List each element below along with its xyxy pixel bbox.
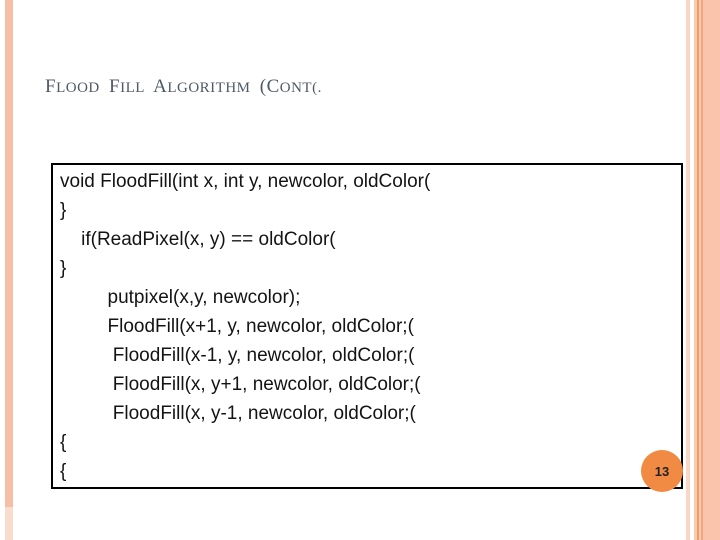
page-number-badge: 13 bbox=[641, 450, 683, 492]
code-line: FloodFill(x, y+1, newcolor, oldColor;( bbox=[60, 374, 421, 395]
code-box: void FloodFill(int x, int y, newcolor, o… bbox=[51, 163, 683, 489]
code-line: FloodFill(x-1, y, newcolor, oldColor;( bbox=[60, 345, 415, 366]
code-line: FloodFill(x+1, y, newcolor, oldColor;( bbox=[60, 316, 414, 337]
code-line: void FloodFill(int x, int y, newcolor, o… bbox=[60, 171, 431, 192]
right-edge-stripe bbox=[690, 0, 694, 540]
right-edge-stripe bbox=[701, 0, 703, 540]
code-block: void FloodFill(int x, int y, newcolor, o… bbox=[53, 165, 681, 486]
left-accent-bar-fade bbox=[5, 507, 13, 540]
code-line: { bbox=[60, 432, 67, 453]
code-line: putpixel(x,y, newcolor); bbox=[60, 287, 301, 308]
right-edge-stripe bbox=[703, 0, 720, 540]
right-edge-stripe bbox=[694, 0, 697, 540]
slide-title: FLOOD FILL ALGORITHM (CONT(. bbox=[45, 76, 322, 97]
right-edge-stripe bbox=[686, 0, 690, 540]
page-number: 13 bbox=[654, 463, 670, 479]
code-line: } bbox=[60, 258, 67, 279]
right-edge-stripe bbox=[697, 0, 699, 540]
code-line: FloodFill(x, y-1, newcolor, oldColor;( bbox=[60, 403, 416, 424]
left-accent-bar bbox=[5, 0, 13, 507]
code-line: { bbox=[60, 461, 67, 482]
code-line: } bbox=[60, 200, 67, 221]
right-edge-stripe bbox=[699, 0, 701, 540]
code-line: if(ReadPixel(x, y) == oldColor( bbox=[60, 229, 336, 250]
